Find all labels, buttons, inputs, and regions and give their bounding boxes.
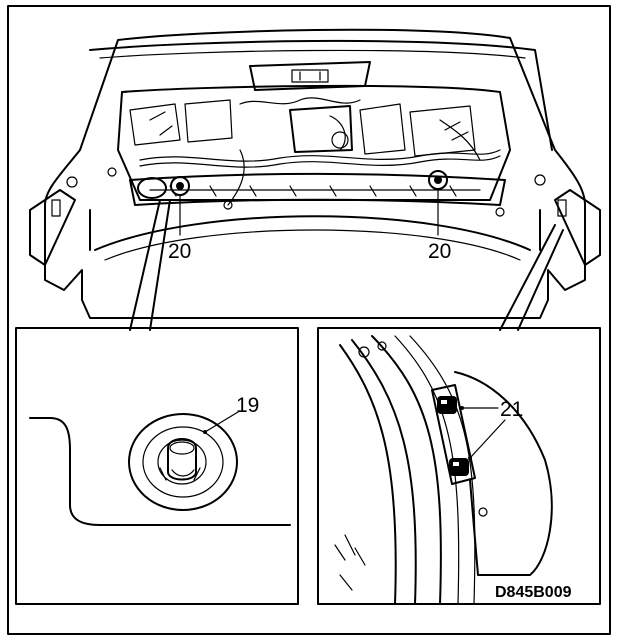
grommet-detail <box>15 327 299 605</box>
part-21-label: 21 <box>500 398 523 421</box>
part-20-left-label: 20 <box>168 240 191 263</box>
part-20-right-label: 20 <box>428 240 451 263</box>
figure-border <box>7 5 611 635</box>
trunk-lid-drawing <box>29 28 601 319</box>
hinge-bolt-detail <box>317 327 601 605</box>
leader-lines-main <box>129 188 564 331</box>
part-19-label: 19 <box>236 394 259 417</box>
drawing-code: D845B009 <box>495 584 572 601</box>
